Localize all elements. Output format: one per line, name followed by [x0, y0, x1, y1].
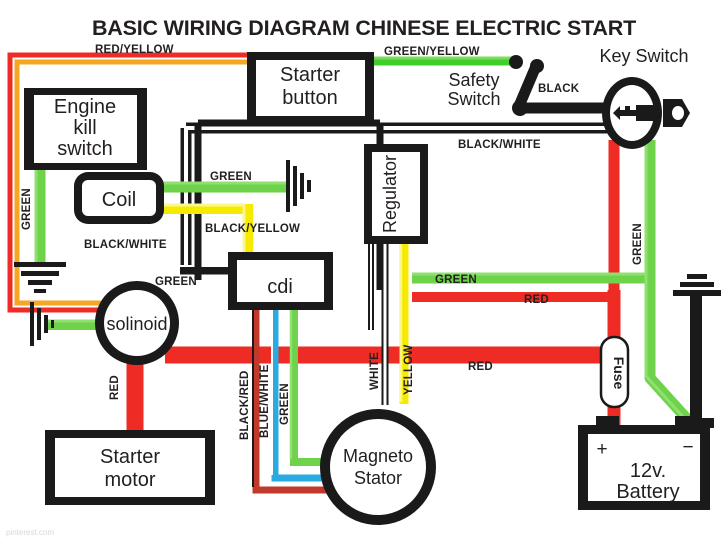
wire-label-red-solinoid: RED — [109, 375, 121, 400]
ground-symbol-battery — [673, 274, 721, 428]
wire-label-black-white-left: BLACK/WHITE — [84, 239, 167, 251]
key-switch-label: Key Switch — [599, 46, 688, 66]
wire-green-solinoid — [48, 319, 100, 330]
starter-button-label-2: button — [282, 87, 338, 109]
wire-cdi-blue-white — [271, 290, 330, 482]
wire-regulator-yellow — [399, 240, 409, 404]
ground-symbol-solinoid — [30, 302, 54, 346]
component-solinoid[interactable]: solinoid — [95, 281, 179, 365]
battery-negative-terminal: − — [682, 437, 693, 458]
wire-green-yellow — [372, 56, 512, 66]
engine-kill-switch-label-1: Engine — [54, 96, 116, 118]
ground-symbol-left — [14, 262, 66, 293]
wire-label-red-regulator: RED — [524, 294, 549, 306]
component-coil[interactable]: Coil — [74, 172, 164, 224]
starter-motor-label-1: Starter — [100, 446, 160, 468]
magneto-stator-label-1: Magneto — [343, 446, 413, 466]
wire-label-green-key: GREEN — [632, 223, 644, 265]
wire-label-green-coil: GREEN — [210, 171, 252, 183]
wire-red-yellow — [7, 52, 340, 313]
page-title: BASIC WIRING DIAGRAM CHINESE ELECTRIC ST… — [92, 16, 636, 40]
battery-positive-terminal: + — [596, 439, 607, 460]
wire-label-green-cdi: GREEN — [279, 383, 291, 425]
wire-label-green-solinoid: GREEN — [155, 276, 197, 288]
component-engine-kill-switch[interactable]: Engine kill switch — [24, 88, 147, 170]
component-regulator[interactable]: Regulator — [364, 144, 428, 244]
component-starter-button[interactable]: Starter button — [247, 52, 374, 124]
component-battery[interactable]: + − 12v. Battery — [578, 416, 710, 510]
wire-green-key-battery — [644, 140, 693, 424]
solinoid-label: solinoid — [106, 314, 167, 334]
battery-label-1: 12v. — [630, 460, 666, 482]
wire-label-black-white-top: BLACK/WHITE — [458, 139, 541, 151]
wire-label-black: BLACK — [538, 83, 580, 95]
component-magneto-stator[interactable]: Magneto Stator — [320, 409, 436, 525]
wire-label-yellow: YELLOW — [403, 345, 415, 395]
wire-label-red-main: RED — [468, 361, 493, 373]
battery-label-2: Battery — [616, 481, 679, 503]
engine-kill-switch-label-2: kill — [73, 117, 96, 139]
wire-label-red-yellow: RED/YELLOW — [95, 44, 174, 56]
wire-label-blue-white: BLUE/WHITE — [259, 364, 271, 438]
wire-label-green-yellow: GREEN/YELLOW — [384, 46, 480, 58]
starter-motor-label-2: motor — [104, 469, 155, 491]
wire-black-yellow — [160, 203, 253, 272]
magneto-stator-label-2: Stator — [354, 468, 402, 488]
wire-green-regulator — [412, 272, 650, 284]
wire-green-coil — [160, 181, 287, 193]
fuse-label: Fuse — [611, 357, 627, 390]
component-key-switch[interactable]: Key Switch — [599, 46, 690, 149]
regulator-label: Regulator — [380, 155, 400, 233]
component-safety-switch[interactable]: Safety Switch — [447, 55, 544, 116]
wire-label-black-yellow: BLACK/YELLOW — [205, 223, 300, 235]
wire-label-white: WHITE — [369, 352, 381, 390]
safety-switch-label-1: Safety — [448, 70, 499, 90]
starter-button-label-1: Starter — [280, 64, 340, 86]
wire-label-green-vertical-left: GREEN — [21, 188, 33, 230]
component-starter-motor[interactable]: Starter motor — [45, 430, 215, 505]
coil-label: Coil — [102, 189, 136, 211]
cdi-label: cdi — [267, 276, 293, 298]
safety-switch-label-2: Switch — [447, 89, 500, 109]
engine-kill-switch-label-3: switch — [57, 138, 113, 160]
watermark-text: pinterest.com — [6, 528, 54, 537]
wire-label-black-red: BLACK/RED — [239, 370, 251, 440]
ground-symbol-coil — [286, 160, 311, 212]
wire-label-green-regulator: GREEN — [435, 274, 477, 286]
wire-cdi-green — [289, 290, 332, 466]
component-fuse[interactable]: Fuse — [599, 335, 630, 409]
component-cdi[interactable]: cdi — [228, 252, 333, 310]
wire-cdi-black-red — [252, 290, 330, 494]
